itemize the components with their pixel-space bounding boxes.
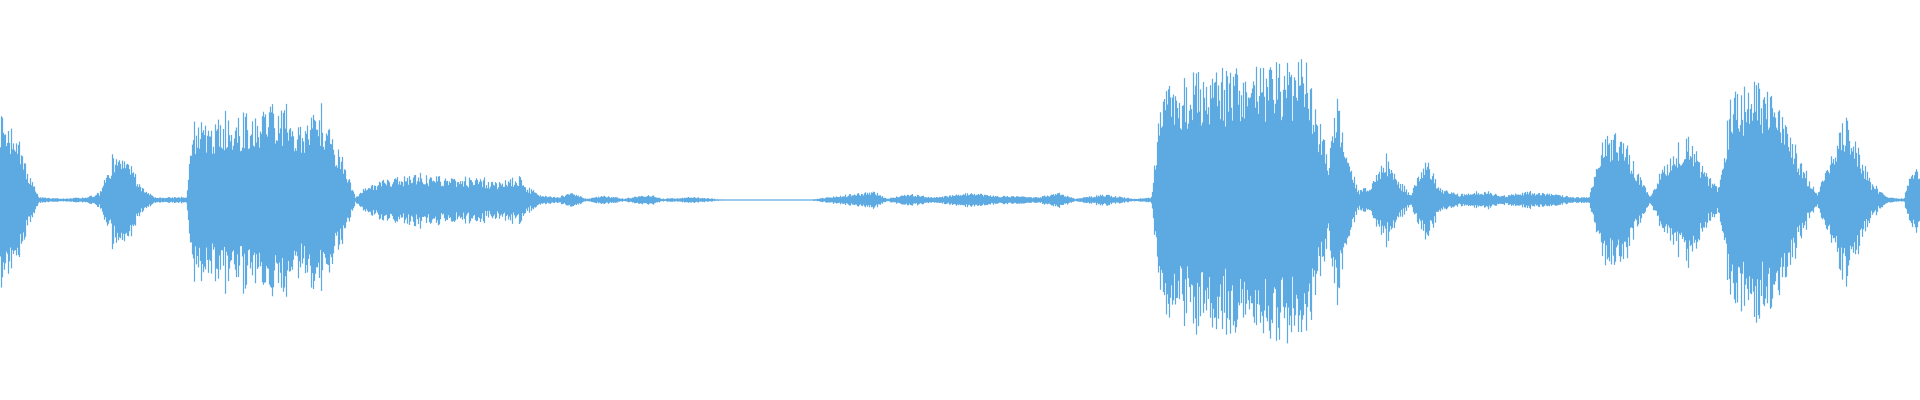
waveform-path	[0, 59, 1920, 344]
waveform-bars	[0, 59, 1920, 344]
